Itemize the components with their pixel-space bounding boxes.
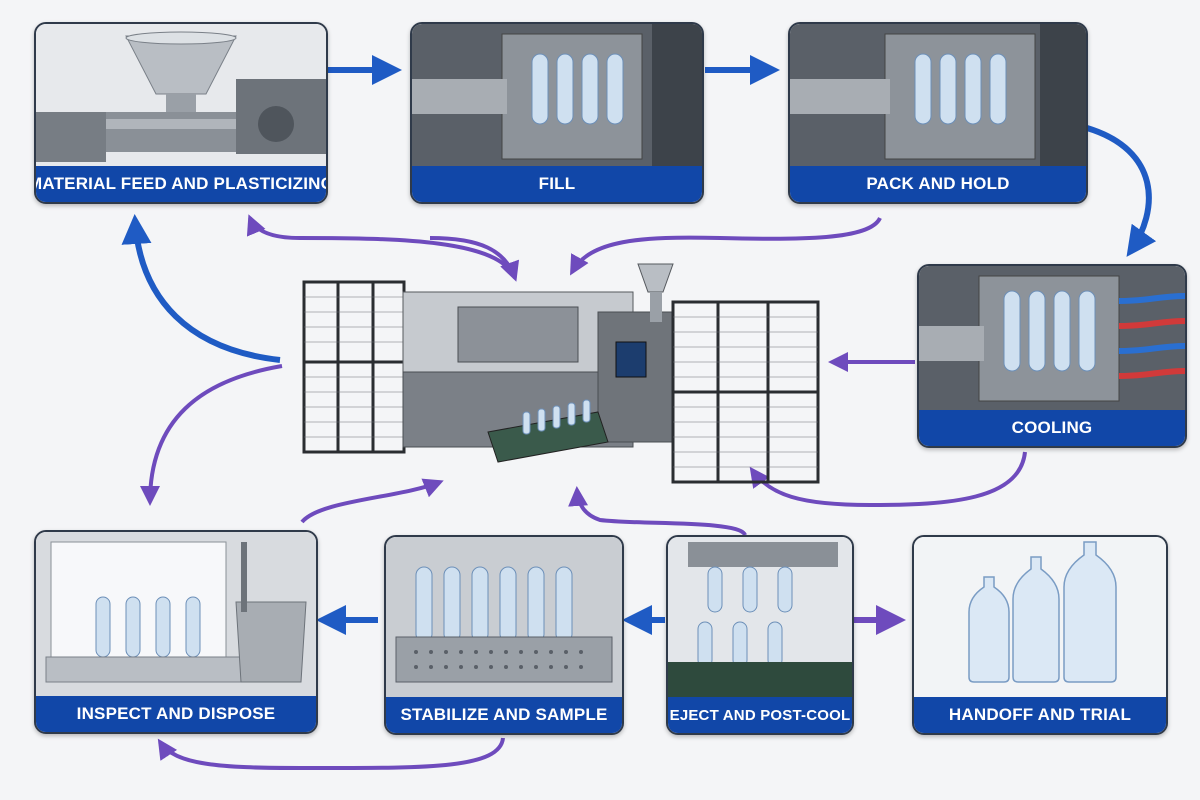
step-label-cooling: COOLING	[919, 410, 1185, 446]
step-label-handoff: HANDOFF AND TRIAL	[914, 697, 1166, 733]
step-label-material-feed: MATERIAL FEED AND PLASTICIZING	[36, 166, 326, 202]
feedback-arrow-cooling-return	[749, 451, 1027, 508]
flow-arrow-pack-to-cooling	[1086, 125, 1157, 257]
step-card-fill: FILL	[410, 22, 704, 204]
step-label-inspect: INSPECT AND DISPOSE	[36, 696, 316, 732]
mold-cooling-image	[919, 266, 1185, 410]
step-card-handoff: HANDOFF AND TRIAL	[912, 535, 1168, 735]
inspection-station-image	[36, 532, 316, 696]
step-card-inspect: INSPECT AND DISPOSE	[34, 530, 318, 734]
step-label-pack-hold: PACK AND HOLD	[790, 166, 1086, 202]
mold-fill-image	[412, 24, 702, 166]
tray-preforms-image	[386, 537, 622, 697]
eject-image	[668, 537, 852, 697]
step-label-stabilize: STABILIZE AND SAMPLE	[386, 697, 622, 733]
step-card-eject: EJECT AND POST-COOL	[666, 535, 854, 735]
feedback-arrow-pack-to-machine	[570, 216, 882, 276]
feedback-arrow-feed-to-machine	[429, 236, 520, 282]
feedback-arrow-to-feed-and-machine	[246, 214, 517, 279]
step-card-cooling: COOLING	[917, 264, 1187, 448]
feedback-arrow-eject-to-machine	[568, 486, 747, 537]
extruder-hopper-image	[36, 24, 326, 166]
feedback-arrow-inspect-to-machine	[300, 478, 444, 524]
flow-arrow-machine-to-feed	[121, 214, 281, 363]
step-card-material-feed: MATERIAL FEED AND PLASTICIZING	[34, 22, 328, 204]
injection-molding-machine-image	[298, 252, 828, 502]
step-card-pack-hold: PACK AND HOLD	[788, 22, 1088, 204]
step-card-stabilize: STABILIZE AND SAMPLE	[384, 535, 624, 735]
mold-pack-image	[790, 24, 1086, 166]
feedback-arrow-machine-to-inspect	[140, 364, 283, 506]
feedback-arrow-stabilize-to-inspect	[157, 737, 505, 771]
step-label-eject: EJECT AND POST-COOL	[668, 697, 852, 733]
step-label-fill: FILL	[412, 166, 702, 202]
bottles-image	[914, 537, 1166, 697]
